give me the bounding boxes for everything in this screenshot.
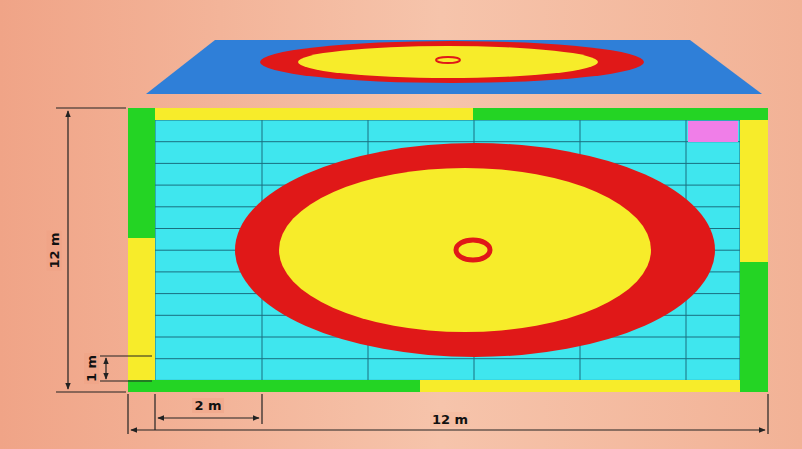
dimension-label: 1 m — [85, 352, 100, 383]
dimension-label: 12 m — [430, 412, 470, 427]
dimension-label: 12 m — [46, 230, 61, 270]
dimension-label: 2 m — [192, 398, 223, 413]
